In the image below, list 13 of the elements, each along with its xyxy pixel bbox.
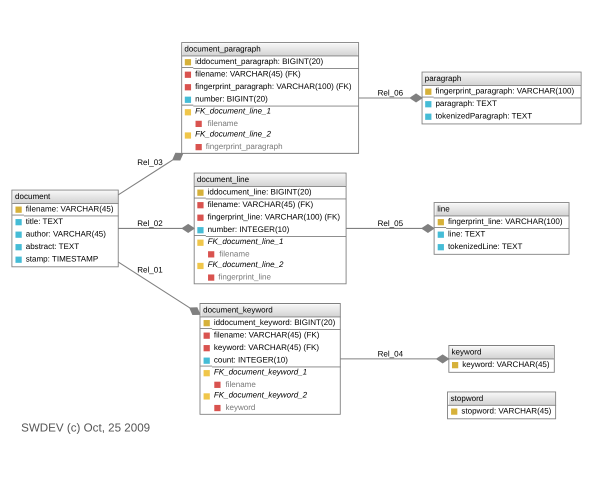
edge-label: Rel_04	[378, 348, 404, 358]
connector	[340, 354, 450, 363]
edge-label: Rel_03	[137, 158, 163, 167]
connector	[118, 152, 184, 195]
connector	[358, 92, 423, 102]
edge-label: Rel_01	[137, 264, 163, 274]
edge-label: Rel_05	[378, 218, 404, 228]
connector	[118, 261, 201, 315]
connector	[346, 223, 435, 233]
edge-label: Rel_02	[137, 218, 163, 228]
edge-label: Rel_06	[378, 88, 404, 97]
connector	[118, 223, 196, 233]
caption: SWDEV (c) Oct, 25 2009	[21, 421, 150, 434]
